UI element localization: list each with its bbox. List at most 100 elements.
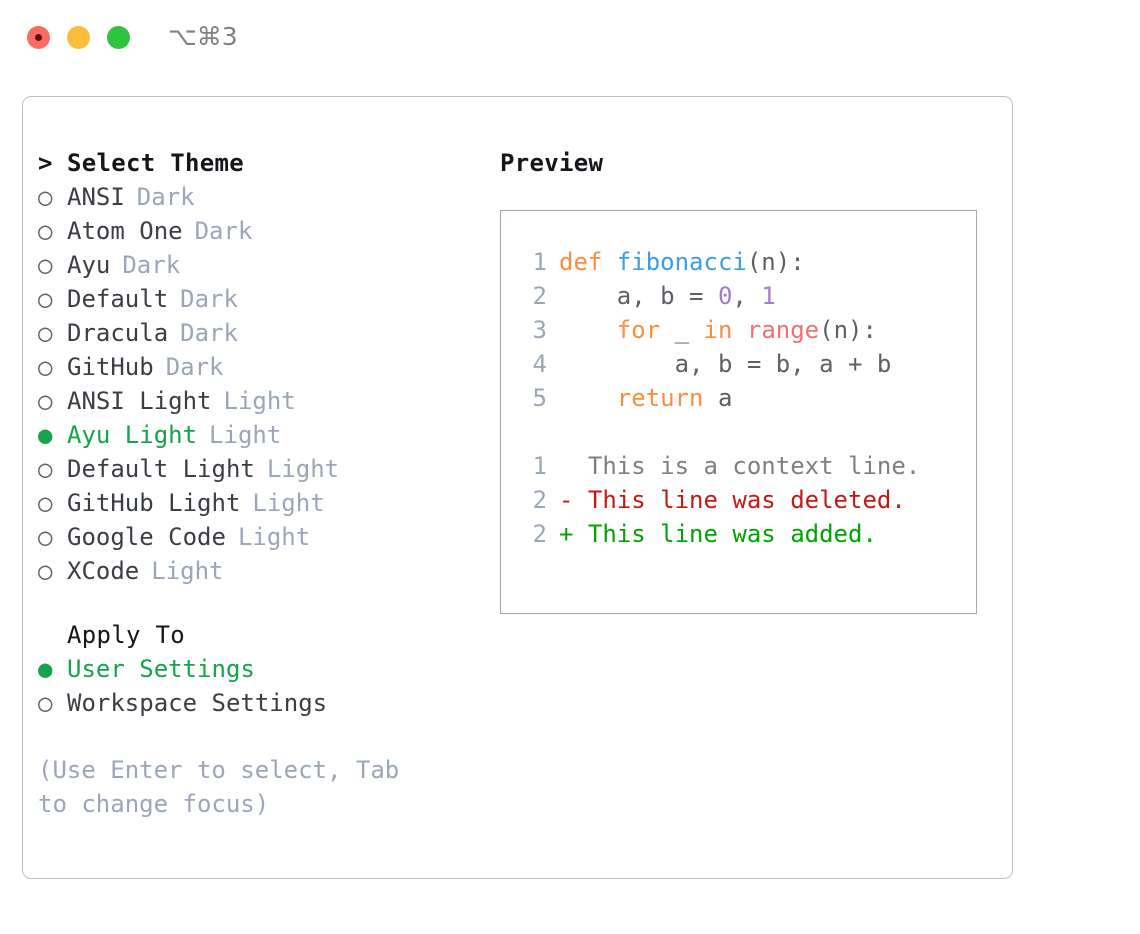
- theme-variant-tag: Light: [252, 489, 325, 517]
- radio-unselected-icon[interactable]: ○: [38, 285, 53, 313]
- theme-variant-tag: Light: [266, 455, 340, 483]
- theme-list-item[interactable]: ○ GitHub Light Light: [38, 489, 468, 523]
- radio-unselected-icon[interactable]: ○: [38, 387, 53, 415]
- code-diff-spacer: [501, 415, 976, 449]
- theme-name-label: ANSI Light: [67, 387, 212, 415]
- radio-unselected-icon[interactable]: ○: [38, 489, 53, 517]
- radio-unselected-icon[interactable]: ○: [38, 557, 53, 585]
- theme-variant-tag: Dark: [136, 183, 195, 211]
- apply-to-header: Apply To: [67, 621, 185, 649]
- theme-name-label: Ayu: [67, 251, 111, 279]
- code-token-plain: (n):: [819, 316, 877, 344]
- theme-variant-tag: Dark: [165, 353, 224, 381]
- theme-variant-tag: Light: [223, 387, 296, 415]
- code-token-num: 0: [717, 282, 733, 310]
- theme-name-label: ANSI: [67, 183, 125, 211]
- diff-line-number: 2: [532, 520, 547, 548]
- code-token-fn: fibonacci: [616, 248, 747, 276]
- apply-to-option-label: User Settings: [67, 655, 255, 683]
- code-line-number: 3: [532, 316, 547, 344]
- code-line-number: 1: [532, 248, 547, 276]
- zoom-button[interactable]: [107, 26, 130, 49]
- diff-line-text: This line was deleted.: [587, 486, 906, 514]
- theme-name-label: XCode: [67, 557, 140, 585]
- code-line-number: 4: [532, 350, 547, 378]
- select-theme-label: Select Theme: [67, 149, 244, 177]
- code-token-plain: _: [660, 316, 704, 344]
- code-line-content: def fibonacci(n):: [559, 245, 805, 279]
- minimize-button[interactable]: [67, 26, 90, 49]
- code-line: 2 a, b = 0, 1: [501, 279, 976, 313]
- keyboard-hint-text: (Use Enter to select, Tab to change focu…: [38, 756, 400, 818]
- radio-unselected-icon[interactable]: ○: [38, 689, 53, 717]
- radio-unselected-icon[interactable]: ○: [38, 217, 53, 245]
- code-line: 1 def fibonacci(n):: [501, 245, 976, 279]
- preview-header: Preview: [500, 149, 604, 177]
- diff-line: 2+ This line was added.: [501, 517, 976, 551]
- radio-unselected-icon[interactable]: ○: [38, 353, 53, 381]
- theme-list-item[interactable]: ○ ANSI Dark: [38, 183, 468, 217]
- theme-list-item[interactable]: ○ GitHub Dark: [38, 353, 468, 387]
- theme-variant-tag: Dark: [180, 285, 238, 313]
- keyboard-shortcut-label: ⌥⌘3: [168, 22, 238, 51]
- diff-sign-ctx: [559, 449, 573, 483]
- theme-variant-tag: Dark: [180, 319, 238, 347]
- theme-name-label: Atom One: [67, 217, 183, 245]
- theme-list-item[interactable]: ○ Default Light Light: [38, 455, 468, 489]
- apply-to-option[interactable]: ○ Workspace Settings: [38, 689, 468, 723]
- code-line: 4 a, b = b, a + b: [501, 347, 976, 381]
- radio-unselected-icon[interactable]: ○: [38, 183, 53, 211]
- radio-unselected-icon[interactable]: ○: [38, 319, 53, 347]
- apply-to-option-list: ● User Settings ○ Workspace Settings: [38, 655, 468, 723]
- theme-name-label: GitHub Light: [67, 489, 241, 517]
- diff-line-text: This is a context line.: [587, 452, 921, 480]
- diff-line: 2- This line was deleted.: [501, 483, 976, 517]
- code-token-kw: def: [559, 248, 617, 276]
- theme-name-label: GitHub: [67, 353, 154, 381]
- theme-list-item[interactable]: ○ Atom One Dark: [38, 217, 468, 251]
- apply-to-option[interactable]: ● User Settings: [38, 655, 468, 689]
- code-token-kw: return: [616, 384, 704, 412]
- code-token-plain: (n):: [746, 248, 805, 276]
- radio-unselected-icon[interactable]: ○: [38, 455, 53, 483]
- code-line-content: a, b = b, a + b: [559, 347, 892, 381]
- theme-variant-tag: Dark: [122, 251, 181, 279]
- title-bar: ⌥⌘3: [0, 0, 1140, 78]
- code-token-bi: range: [746, 316, 820, 344]
- code-line: 5 return a: [501, 381, 976, 415]
- diff-sample: 1 This is a context line.2- This line wa…: [501, 449, 976, 551]
- apply-to-option-label: Workspace Settings: [67, 689, 328, 717]
- radio-unselected-icon[interactable]: ○: [38, 523, 53, 551]
- code-line-number: 5: [532, 384, 547, 412]
- radio-unselected-icon[interactable]: ○: [38, 251, 53, 279]
- code-line: 3 for _ in range(n):: [501, 313, 976, 347]
- close-button[interactable]: [27, 26, 50, 49]
- prompt-caret-icon: >: [38, 149, 53, 177]
- theme-list-item[interactable]: ○ Ayu Dark: [38, 251, 468, 285]
- radio-selected-icon[interactable]: ●: [38, 421, 53, 449]
- code-token-plain: a, b = b, a + b: [559, 350, 892, 378]
- code-line-content: return a: [559, 381, 733, 415]
- apply-to-section: Apply To ● User Settings ○ Workspace Settin…: [38, 621, 468, 723]
- radio-selected-icon[interactable]: ●: [38, 655, 53, 683]
- code-token-plain: ,: [732, 282, 762, 310]
- diff-sign-add: +: [559, 520, 574, 548]
- theme-list-item[interactable]: ○ ANSI Light Light: [38, 387, 468, 421]
- traffic-light-group: [27, 26, 130, 49]
- diff-spacer: [573, 483, 587, 517]
- code-line-content: for _ in range(n):: [559, 313, 877, 347]
- theme-name-label: Default Light: [67, 455, 255, 483]
- theme-variant-tag: Dark: [194, 217, 253, 245]
